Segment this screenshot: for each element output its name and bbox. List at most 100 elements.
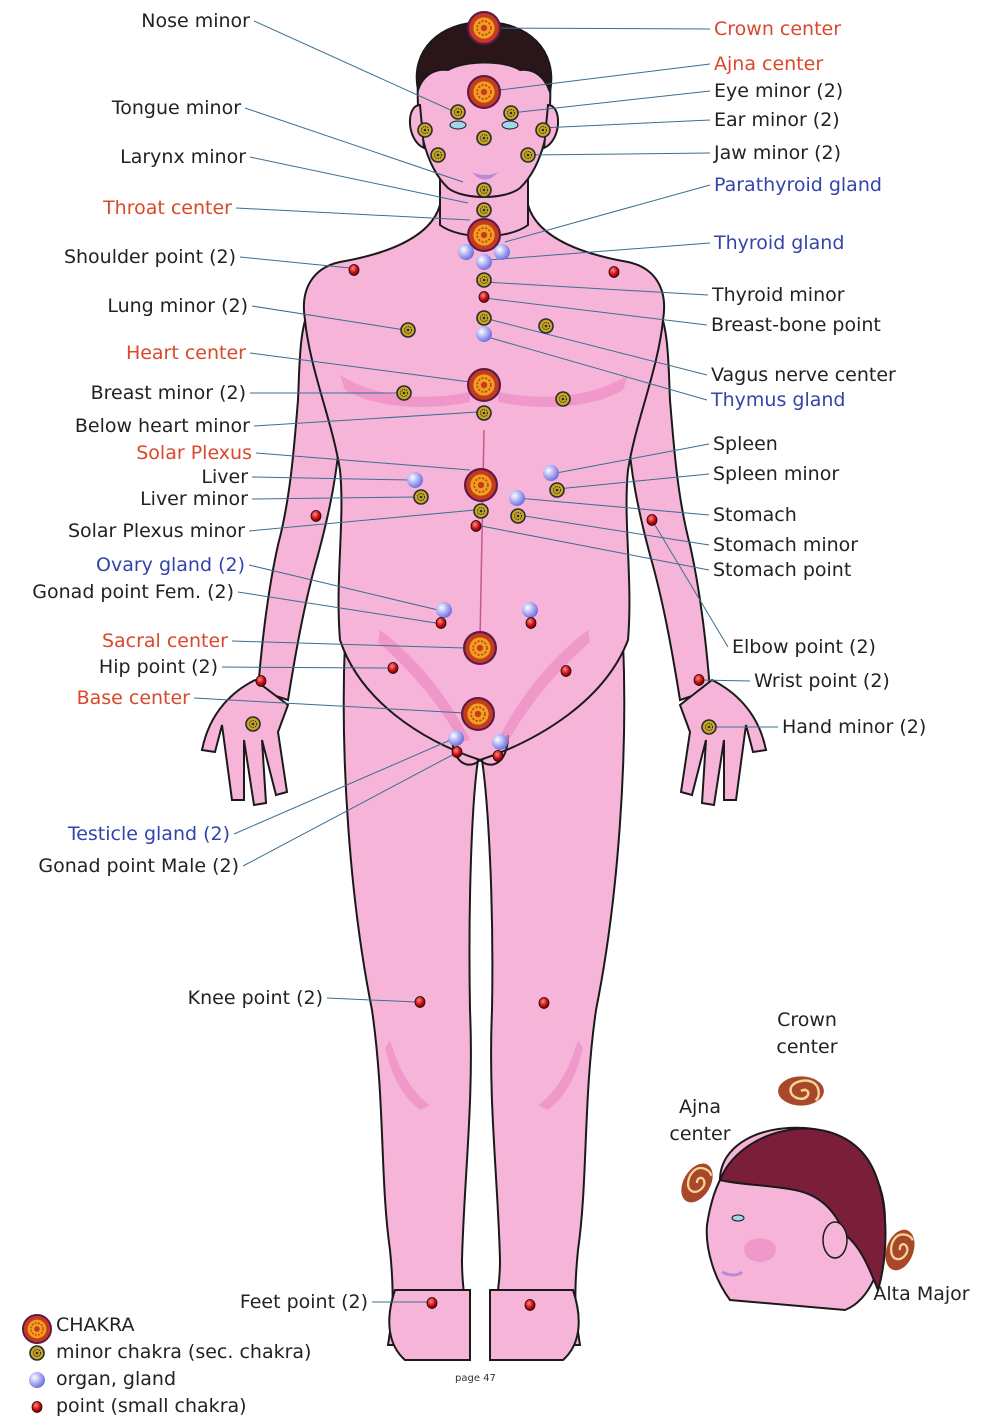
label-thyroid-minor: Thyroid minor (712, 284, 845, 306)
label-sacral-center: Sacral center (102, 630, 228, 652)
label-spleen-minor: Spleen minor (713, 463, 839, 485)
legend-label: organ, gland (56, 1368, 176, 1390)
label-hand-minor-2: Hand minor (2) (782, 716, 926, 738)
solar-plexus-minor-minor-icon (474, 504, 488, 518)
tongue-minor-minor-icon (477, 183, 491, 197)
minor-chakra-icon (22, 1341, 52, 1363)
liver-minor-minor-icon (414, 490, 428, 504)
testicle-gland-right-organ-icon (492, 734, 508, 750)
label-ovary-gland-2: Ovary gland (2) (96, 554, 245, 576)
inset-ajna-label-line1: Ajna (655, 1094, 745, 1121)
crown-spiral-icon (778, 1076, 824, 1105)
inset-alta-major-label: Alta Major (864, 1281, 979, 1308)
body-markers (246, 12, 716, 1310)
throat-center-chakra-icon (468, 219, 500, 251)
thyroid-gland-organ-icon (476, 254, 492, 270)
hand-minor-left-minor-icon (246, 717, 260, 731)
legend-item-minor: minor chakra (sec. chakra) (20, 1339, 311, 1366)
legend: CHAKRA minor chakra (sec. chakra) organ,… (20, 1312, 311, 1420)
liver-organ-icon (407, 472, 423, 488)
inset-crown-label-line1: Crown (762, 1007, 852, 1034)
lung-minor-left-minor-icon (401, 323, 415, 337)
feet-point-right-point-icon (525, 1300, 535, 1311)
legend-label: CHAKRA (56, 1314, 134, 1336)
wrist-point-right-point-icon (694, 675, 704, 686)
label-feet-point-2: Feet point (2) (240, 1291, 368, 1313)
label-crown-center: Crown center (714, 18, 841, 40)
gonad-point-fem-left-point-icon (436, 618, 446, 629)
thymus-gland-organ-icon (476, 326, 492, 342)
label-hip-point-2: Hip point (2) (99, 656, 218, 678)
stomach-point-point-icon (471, 521, 481, 532)
label-testicle-gland-2: Testicle gland (2) (68, 823, 230, 845)
page-number: page 47 (455, 1373, 496, 1384)
eye-minor-left-minor-icon (451, 105, 465, 119)
parathyroid-right-organ-icon (494, 244, 510, 260)
ear-minor-right-minor-icon (536, 123, 550, 137)
label-breast-bone-point: Breast-bone point (711, 314, 881, 336)
leader-line-jaw-minor-2 (528, 153, 710, 155)
label-larynx-minor: Larynx minor (120, 146, 246, 168)
label-stomach-point: Stomach point (713, 559, 851, 581)
inset-crown-label-line2: center (762, 1034, 852, 1061)
ovary-gland-left-organ-icon (436, 602, 452, 618)
label-heart-center: Heart center (126, 342, 246, 364)
gonad-point-male-left-point-icon (452, 747, 462, 758)
label-gonad-point-fem-2: Gonad point Fem. (2) (32, 581, 234, 603)
hip-point-right-point-icon (561, 666, 571, 677)
below-heart-minor-minor-icon (477, 406, 491, 420)
spleen-organ-icon (543, 465, 559, 481)
label-stomach: Stomach (713, 504, 797, 526)
breast-bone-point-point-icon (479, 292, 489, 303)
vagus-nerve-center-minor-icon (477, 311, 491, 325)
label-eye-minor-2: Eye minor (2) (714, 80, 843, 102)
label-elbow-point-2: Elbow point (2) (732, 636, 876, 658)
leader-line-parathyroid-gland (505, 185, 710, 242)
knee-point-left-point-icon (415, 997, 425, 1008)
label-stomach-minor: Stomach minor (713, 534, 858, 556)
shoulder-point-right-point-icon (609, 267, 619, 278)
parathyroid-left-organ-icon (458, 244, 474, 260)
label-thymus-gland: Thymus gland (711, 389, 845, 411)
label-ear-minor-2: Ear minor (2) (714, 109, 840, 131)
nose-minor-minor-icon (477, 131, 491, 145)
larynx-minor-minor-icon (477, 203, 491, 217)
label-liver-minor: Liver minor (140, 488, 248, 510)
label-gonad-point-male-2: Gonad point Male (2) (38, 855, 239, 877)
leader-line-throat-center (236, 208, 470, 220)
label-vagus-nerve-center: Vagus nerve center (711, 364, 896, 386)
jaw-minor-left-minor-icon (431, 148, 445, 162)
legend-label: point (small chakra) (56, 1395, 247, 1417)
label-spleen: Spleen (713, 433, 778, 455)
testicle-gland-left-organ-icon (448, 730, 464, 746)
knee-point-right-point-icon (539, 998, 549, 1009)
spleen-minor-minor-icon (550, 483, 564, 497)
solar-plexus-chakra-icon (465, 469, 497, 501)
label-thyroid-gland: Thyroid gland (714, 232, 844, 254)
heart-center-chakra-icon (468, 369, 500, 401)
ovary-gland-right-organ-icon (522, 602, 538, 618)
ear-minor-left-minor-icon (418, 123, 432, 137)
label-solar-plexus-minor: Solar Plexus minor (68, 520, 245, 542)
label-below-heart-minor: Below heart minor (75, 415, 250, 437)
breast-minor-left-minor-icon (397, 386, 411, 400)
wrist-point-left-point-icon (256, 676, 266, 687)
feet-point-left-point-icon (427, 1298, 437, 1309)
leader-line-ear-minor-2 (541, 120, 710, 128)
label-breast-minor-2: Breast minor (2) (91, 382, 246, 404)
base-center-chakra-icon (462, 698, 494, 730)
label-wrist-point-2: Wrist point (2) (754, 670, 890, 692)
organ-gland-icon (22, 1368, 52, 1390)
label-knee-point-2: Knee point (2) (188, 987, 323, 1009)
thyroid-minor-minor-icon (477, 273, 491, 287)
inset-crown-label: Crown center (762, 1007, 852, 1061)
stomach-organ-icon (509, 490, 525, 506)
legend-item-organ: organ, gland (20, 1366, 311, 1393)
lung-minor-right-minor-icon (539, 319, 553, 333)
label-parathyroid-gland: Parathyroid gland (714, 174, 882, 196)
inset-ajna-label: Ajna center (655, 1094, 745, 1148)
label-liver: Liver (201, 466, 248, 488)
inset-ajna-label-line2: center (655, 1121, 745, 1148)
label-solar-plexus: Solar Plexus (136, 442, 252, 464)
label-tongue-minor: Tongue minor (112, 97, 241, 119)
